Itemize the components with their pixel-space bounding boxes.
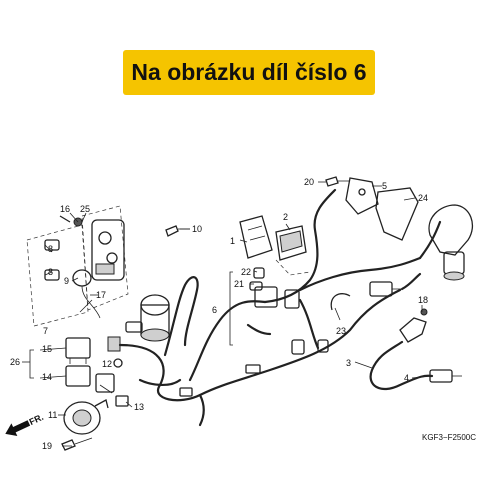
callout-9: 9 (64, 276, 69, 286)
bolt-20 (325, 176, 350, 187)
bolt-19 (61, 437, 93, 451)
callout-23: 23 (336, 326, 346, 336)
callout-15: 15 (42, 344, 52, 354)
callout-19: 19 (42, 441, 52, 451)
callout-26: 26 (10, 357, 20, 367)
starter-relay (428, 204, 473, 281)
callout-1: 1 (230, 236, 235, 246)
ignition-coil (107, 294, 170, 352)
connector-mid-right (369, 272, 422, 297)
callout-18: 18 (418, 295, 428, 305)
callout-16: 16 (60, 204, 70, 214)
callout-14: 14 (42, 372, 52, 382)
bracket-5 (345, 177, 379, 215)
callout-24: 24 (418, 193, 428, 203)
callout-8: 8 (48, 244, 53, 254)
part-2 (275, 225, 311, 276)
callout-12: 12 (102, 359, 112, 369)
front-direction-arrow: FR. (5, 412, 45, 437)
callout-11: 11 (48, 410, 57, 420)
wire-harness-6[interactable] (118, 188, 442, 427)
bolt-10 (165, 225, 190, 237)
sensor-cable-3 (369, 340, 462, 391)
callout-21: 21 (234, 279, 244, 289)
fuse-box-1 (239, 215, 273, 259)
callout-10: 10 (192, 224, 202, 234)
callout-22: 22 (241, 267, 251, 277)
callout-5: 5 (382, 181, 387, 191)
callout-2: 2 (283, 212, 288, 222)
part-21-22 (249, 267, 265, 291)
switch-bracket-assembly (26, 205, 129, 327)
bracket-6 (229, 271, 233, 346)
callout-7: 7 (43, 326, 48, 336)
callout-20: 20 (304, 177, 314, 187)
clip-23 (330, 293, 351, 311)
callout-6: 6 (212, 305, 217, 315)
plate-24 (375, 187, 419, 241)
sensor-18 (399, 308, 428, 343)
callout-25: 25 (80, 204, 90, 214)
callout-17: 17 (96, 290, 106, 300)
part-number-banner: Na obrázku díl číslo 6 (123, 50, 375, 95)
callout-4: 4 (404, 373, 409, 383)
callout-8b: 8 (48, 267, 53, 277)
diagram-code: KGF3−F2500C (422, 433, 476, 442)
horn-11 (63, 399, 109, 435)
callout-13: 13 (134, 402, 144, 412)
callout-3: 3 (346, 358, 351, 368)
leader-lines (22, 181, 431, 447)
direction-arrow-label: FR. (28, 412, 45, 427)
